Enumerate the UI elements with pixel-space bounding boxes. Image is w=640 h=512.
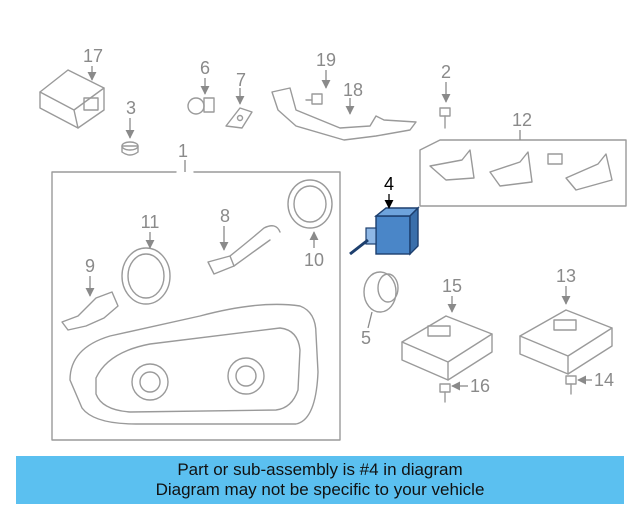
callout-17: 17 <box>83 46 103 66</box>
part-8-socket <box>207 225 281 275</box>
part-4-hid-bulb <box>349 194 420 256</box>
callout-7: 7 <box>236 70 246 90</box>
part-17-control-module <box>39 66 105 129</box>
banner-line-1: Part or sub-assembly is #4 in diagram <box>177 460 463 479</box>
headlamp-lens <box>69 303 319 425</box>
callout-4: 4 <box>384 174 394 194</box>
callout-15: 15 <box>442 276 462 296</box>
callout-11: 11 <box>141 212 160 232</box>
part-6-bulb <box>187 78 215 115</box>
callout-2: 2 <box>441 62 451 82</box>
part-14-screw <box>565 375 592 395</box>
part-2-bolt <box>439 82 451 129</box>
part-10-seal <box>287 179 333 248</box>
part-7-bracket <box>225 88 253 129</box>
part-19-screw <box>305 70 331 105</box>
headlamp-assembly-frame <box>51 160 341 441</box>
callout-8: 8 <box>220 206 230 226</box>
part-5-cap <box>363 271 399 329</box>
callout-18: 18 <box>343 80 363 100</box>
callout-12: 12 <box>512 110 532 130</box>
part-12-bracket-kit <box>419 130 627 207</box>
callout-5: 5 <box>361 328 371 348</box>
info-banner: Part or sub-assembly is #4 in diagram Di… <box>16 456 624 504</box>
part-11-ring <box>121 232 171 305</box>
callout-9: 9 <box>85 256 95 276</box>
callout-13: 13 <box>556 266 576 286</box>
callout-6: 6 <box>200 58 210 78</box>
callout-16: 16 <box>470 376 490 396</box>
part-15-ballast <box>401 296 493 381</box>
part-16-screw <box>439 381 468 403</box>
callout-14: 14 <box>594 370 614 390</box>
part-13-ballast <box>519 286 613 375</box>
callout-3: 3 <box>126 98 136 118</box>
callout-1: 1 <box>178 141 188 161</box>
part-18-trim-strip <box>271 87 417 141</box>
part-9-holder <box>61 276 119 331</box>
callout-19: 19 <box>316 50 336 70</box>
part-3-plug <box>121 118 139 156</box>
callout-10: 10 <box>304 250 324 270</box>
banner-line-2: Diagram may not be specific to your vehi… <box>155 480 485 499</box>
